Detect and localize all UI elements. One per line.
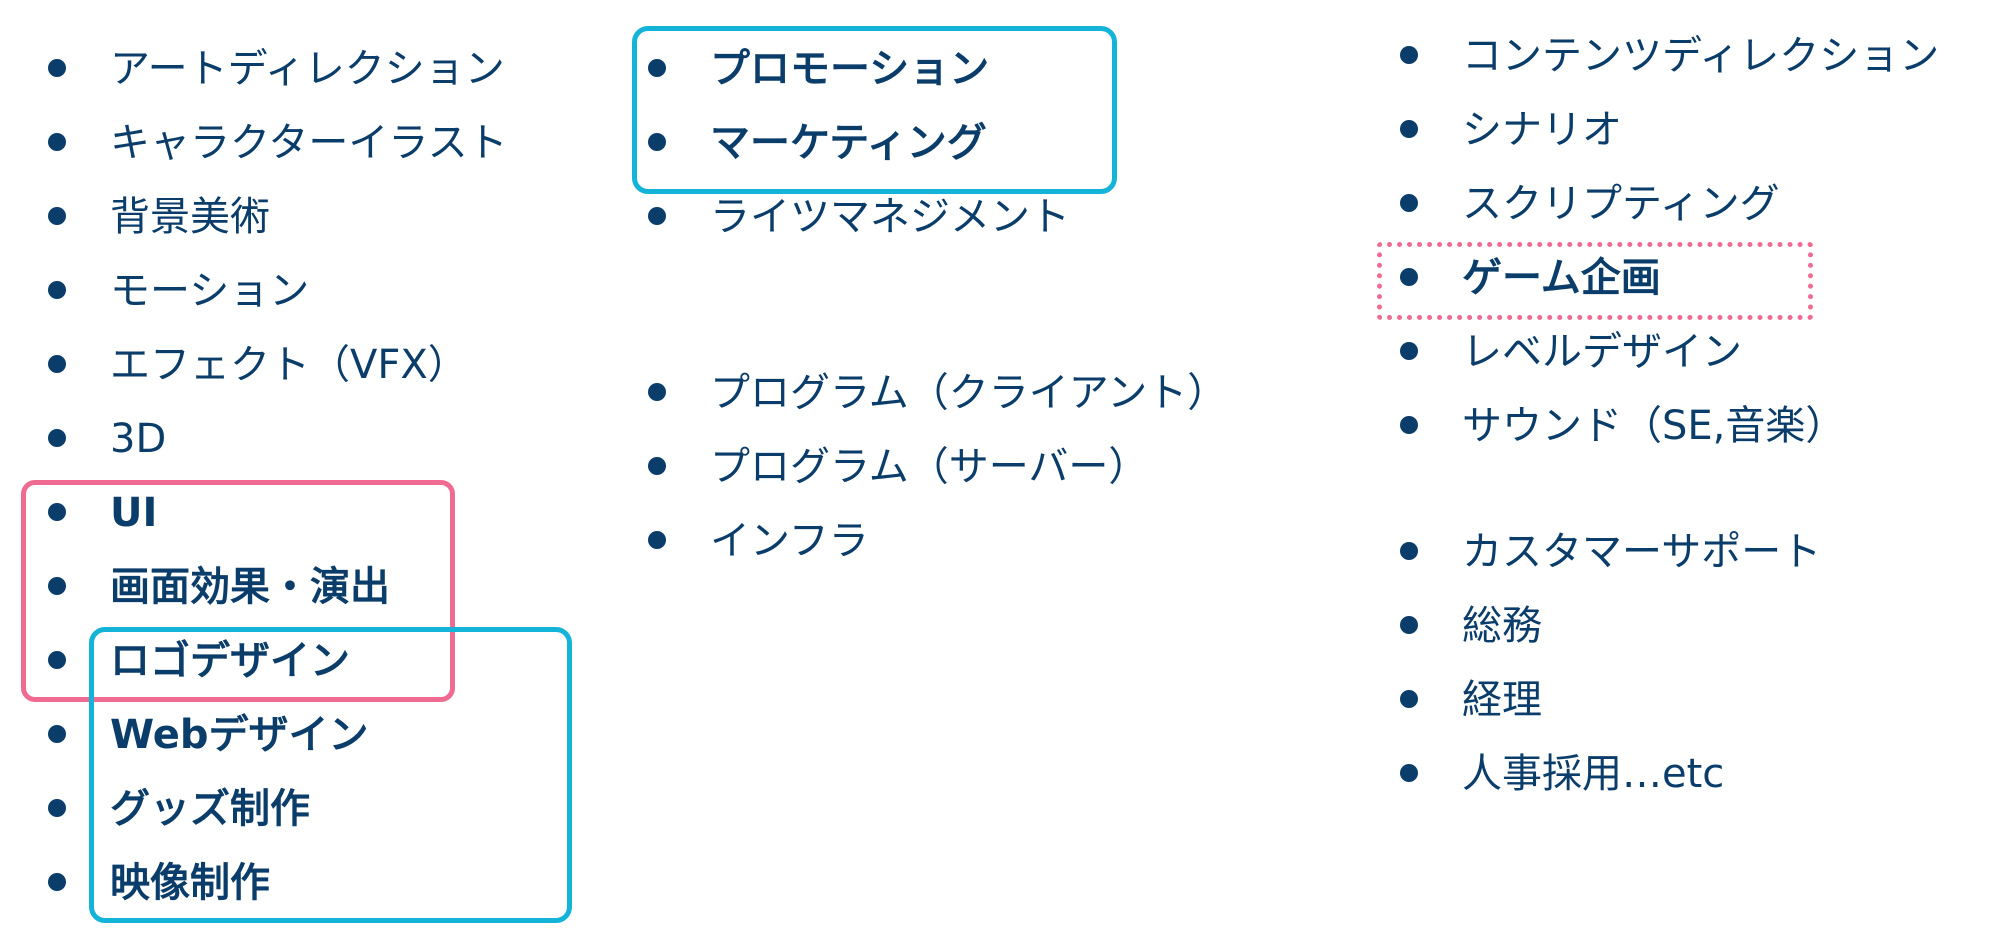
bullet-icon	[1400, 416, 1418, 434]
list-item-label: カスタマーサポート	[1462, 529, 1822, 575]
list-item-label: 3D	[110, 416, 167, 462]
list-item-label: UI	[110, 490, 158, 536]
list-item-label: シナリオ	[1462, 107, 1622, 153]
bullet-icon	[648, 531, 666, 549]
bullet-icon	[648, 207, 666, 225]
bullet-icon	[648, 457, 666, 475]
list-item-label: スクリプティング	[1462, 181, 1780, 227]
bullet-icon	[48, 503, 66, 521]
list-item-label: 総務	[1462, 603, 1542, 649]
list-item-label: サウンド（SE,音楽）	[1462, 403, 1846, 449]
list-item-label: ロゴデザイン	[110, 638, 350, 684]
bullet-icon	[1400, 542, 1418, 560]
bullet-icon	[48, 577, 66, 595]
list-item-label: 画面効果・演出	[110, 564, 390, 610]
list-item-label: モーション	[110, 268, 310, 314]
list-item-label: コンテンツディレクション	[1462, 33, 1940, 79]
highlight-frame-logo-web-goods-video	[89, 627, 572, 923]
bullet-icon	[1400, 268, 1418, 286]
list-item-label: インフラ	[710, 518, 869, 564]
list-item-label: アートディレクション	[110, 46, 505, 92]
list-item-label: ゲーム企画	[1462, 255, 1661, 301]
bullet-icon	[1400, 764, 1418, 782]
bullet-icon	[648, 383, 666, 401]
bullet-icon	[48, 873, 66, 891]
list-item-label: マーケティング	[710, 120, 987, 166]
bullet-icon	[648, 133, 666, 151]
list-item-label: 背景美術	[110, 194, 270, 240]
bullet-icon	[48, 725, 66, 743]
list-item-label: レベルデザイン	[1462, 329, 1742, 375]
list-item-label: プログラム（サーバー）	[710, 444, 1149, 490]
list-item-label: 経理	[1462, 677, 1542, 723]
bullet-icon	[1400, 342, 1418, 360]
bullet-icon	[1400, 690, 1418, 708]
bullet-icon	[48, 207, 66, 225]
bullet-icon	[48, 281, 66, 299]
highlight-frame-promotion-marketing	[632, 26, 1117, 194]
bullet-icon	[48, 355, 66, 373]
list-item-label: 映像制作	[110, 860, 270, 906]
bullet-icon	[48, 429, 66, 447]
list-item-label: Webデザイン	[110, 712, 369, 758]
bullet-icon	[1400, 194, 1418, 212]
highlight-frame-game-planning	[1377, 242, 1813, 320]
highlight-frame-ui-effects-logo	[21, 480, 455, 702]
bullet-icon	[48, 799, 66, 817]
bullet-icon	[648, 59, 666, 77]
bullet-icon	[48, 59, 66, 77]
list-item-label: グッズ制作	[110, 786, 310, 832]
bullet-icon	[48, 133, 66, 151]
list-item-label: プログラム（クライアント）	[710, 370, 1228, 416]
list-item-label: エフェクト（VFX）	[110, 342, 468, 388]
list-item-label: ライツマネジメント	[710, 194, 1070, 240]
list-item-label: プロモーション	[710, 46, 990, 92]
bullet-icon	[48, 651, 66, 669]
bullet-icon	[1400, 46, 1418, 64]
bullet-icon	[1400, 120, 1418, 138]
list-item-label: 人事採用…etc	[1462, 751, 1725, 797]
bullet-icon	[1400, 616, 1418, 634]
list-item-label: キャラクターイラスト	[110, 120, 508, 166]
